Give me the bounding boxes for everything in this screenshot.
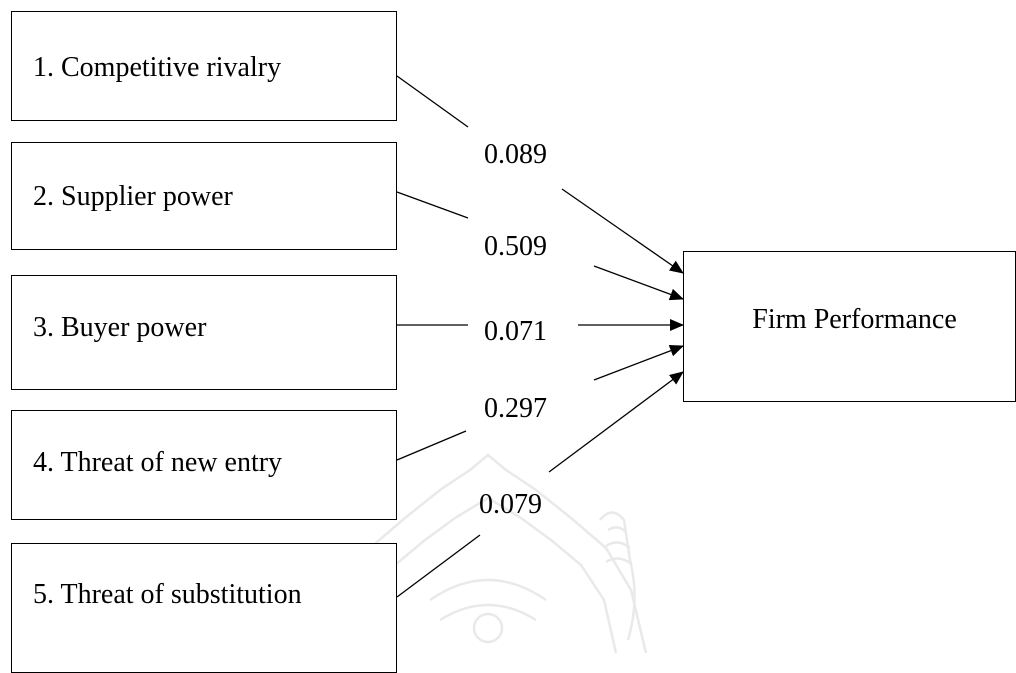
factor-label: 2. Supplier power xyxy=(33,181,233,212)
path-diagram: 1. Competitive rivalry 2. Supplier power… xyxy=(11,11,1016,673)
path-2-segment-a xyxy=(396,191,469,219)
path-2-arrow xyxy=(593,265,684,301)
factor-label: 3. Buyer power xyxy=(33,312,207,343)
factor-box-buyer-power: 3. Buyer power xyxy=(11,275,397,390)
path-arrows xyxy=(396,75,684,598)
factor-box-competitive-rivalry: 1. Competitive rivalry xyxy=(11,11,397,121)
path-4-segment-a xyxy=(396,430,467,461)
factor-label: 4. Threat of new entry xyxy=(33,447,283,478)
coefficient-label-3: 0.071 xyxy=(484,316,547,347)
coefficient-label-2: 0.509 xyxy=(484,231,547,262)
factor-box-threat-of-new-entry: 4. Threat of new entry xyxy=(11,410,397,520)
path-5-segment-a xyxy=(396,534,481,598)
coefficient-label-4: 0.297 xyxy=(484,393,547,424)
factor-box-threat-of-substitution: 5. Threat of substitution xyxy=(11,543,397,673)
path-4-arrow xyxy=(593,345,684,381)
coefficient-label-1: 0.089 xyxy=(484,139,547,170)
path-1-arrow xyxy=(561,188,684,274)
factor-label: 1. Competitive rivalry xyxy=(33,52,282,83)
path-5-arrow xyxy=(548,371,684,473)
path-1-segment-a xyxy=(396,75,469,128)
outcome-box-firm-performance: Firm Performance xyxy=(683,251,1016,402)
factor-label: 5. Threat of substitution xyxy=(33,579,302,610)
coefficient-label-5: 0.079 xyxy=(479,489,542,520)
outcome-label: Firm Performance xyxy=(752,304,957,335)
factor-box-supplier-power: 2. Supplier power xyxy=(11,142,397,250)
